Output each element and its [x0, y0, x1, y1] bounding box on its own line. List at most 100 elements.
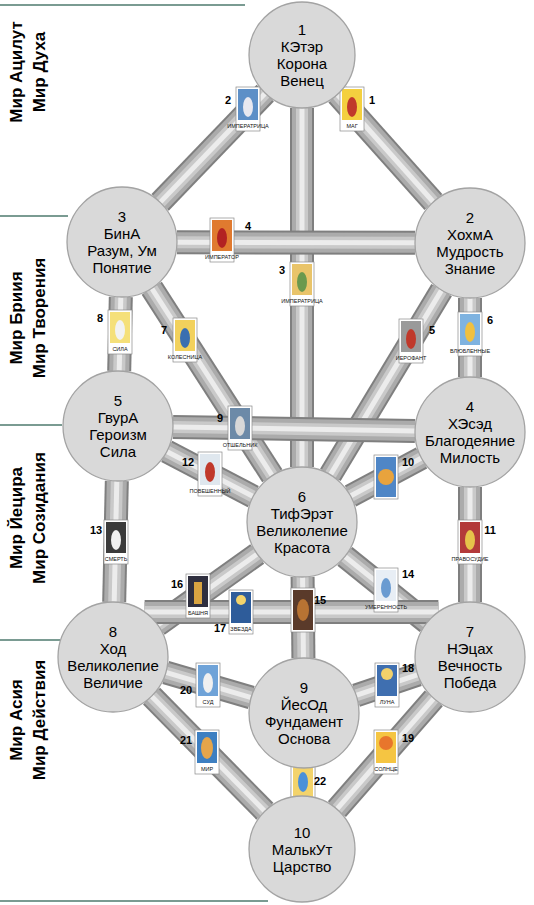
card-picture: [292, 264, 312, 295]
card-picture: [401, 321, 421, 352]
sephira-text: БинА: [104, 225, 141, 242]
path-tube-edge: [458, 487, 482, 602]
card-frame: [340, 87, 364, 131]
path-number: 3: [279, 264, 285, 276]
sephira-text: Знание: [445, 260, 496, 277]
card-caption: ИЕРОФАНТ: [396, 355, 427, 361]
sephira-text: Понятие: [92, 259, 151, 276]
card-caption: СМЕРТЬ: [105, 556, 128, 562]
path-tube-edge: [291, 577, 316, 658]
card-picture: [238, 89, 258, 120]
card-picture: [376, 732, 396, 763]
card-figure: [381, 578, 391, 598]
sephira-text: ХохмА: [447, 226, 493, 243]
path-number: 12: [182, 456, 194, 468]
path-tube-edge: [290, 108, 314, 467]
card-caption: ПОВЕШЕННЫЙ: [189, 488, 230, 494]
card-figure: [465, 322, 475, 342]
path-number: 11: [484, 524, 496, 536]
path-number: 7: [161, 324, 167, 336]
path-tube-shade: [152, 696, 265, 811]
sephirot-path: [152, 696, 265, 811]
card-caption: УМЕРЕННОСТЬ: [365, 604, 407, 610]
path-number: 17: [214, 622, 226, 634]
card-figure: [180, 328, 190, 348]
sephira-circle: 1КЭтэрКоронаВенец: [248, 1, 356, 109]
path-tube-shade: [160, 93, 265, 202]
path-tube-highlight: [173, 427, 415, 431]
sephira-text: ЙесОд: [281, 696, 328, 713]
sephira-text: МалькУт: [272, 841, 333, 858]
card-caption: ЛУНА: [380, 699, 395, 705]
sephira-number: 10: [294, 824, 311, 841]
path-number: 13: [90, 524, 102, 536]
card-picture: [188, 576, 208, 607]
circle-shape: [63, 371, 173, 481]
sephirot-path: [337, 95, 433, 202]
world-divider: [0, 639, 60, 641]
path-tube-edge: [458, 298, 482, 377]
world-divider: [0, 900, 268, 902]
card-figure: [379, 736, 393, 750]
sephira-circle: 10МалькУтЦарство: [248, 795, 356, 903]
tarot-card: [374, 730, 398, 774]
path-number: 9: [217, 412, 223, 424]
path-tube: [337, 95, 433, 202]
card-figure: [297, 599, 309, 621]
card-picture: [110, 312, 130, 343]
card-picture: [106, 522, 126, 553]
circle-shape: [249, 658, 359, 768]
card-frame: [108, 310, 132, 354]
sephira-circle: 9ЙесОдФундаментОснова: [248, 657, 360, 769]
card-caption: СОЛНЦЕ: [374, 766, 397, 772]
card-figure: [217, 228, 227, 248]
card-picture: [342, 89, 362, 120]
world-name: Мир Духа: [30, 32, 50, 113]
circle-shape: [415, 602, 525, 712]
path-number: 18: [402, 662, 414, 674]
path-tube: [173, 427, 415, 431]
sephira-text: Царство: [273, 858, 332, 875]
circle-shape: [249, 796, 355, 902]
path-tube-shade: [337, 95, 433, 202]
card-frame: [196, 663, 220, 707]
tarot-card: [340, 87, 364, 131]
sephira-text: Победа: [444, 674, 497, 691]
sephira-text: Разум, Ум: [87, 242, 157, 259]
path-number: 1: [369, 94, 375, 106]
sephira-number: 8: [109, 623, 117, 640]
path-tube-highlight: [152, 696, 265, 811]
path-tube: [160, 93, 265, 202]
path-tube: [460, 487, 480, 602]
sephira-number: 6: [298, 488, 306, 505]
card-frame: [229, 590, 253, 634]
sephira-text: Величие: [83, 674, 143, 691]
sephira-text: КЭтэр: [281, 38, 323, 55]
card-picture: [175, 320, 195, 351]
world-name: Мир Асия: [7, 679, 27, 761]
sephira-circle: 7НЭцахВечностьПобеда: [414, 601, 526, 713]
card-picture: [460, 314, 480, 345]
card-picture: [212, 220, 232, 251]
sephira-number: 7: [466, 623, 474, 640]
sephira-number: 5: [114, 392, 122, 409]
path-number: 2: [225, 94, 231, 106]
tarot-card: [196, 663, 220, 707]
path-number: 15: [314, 594, 326, 606]
card-figure: [194, 582, 202, 604]
circle-shape: [247, 467, 357, 577]
card-picture: [231, 592, 251, 623]
path-tube-shade: [167, 451, 253, 496]
sephira-circle: 8ХодВеликолепиеВеличие: [57, 601, 169, 713]
sephira-circle: 2ХохмАМудростьЗнание: [414, 187, 526, 299]
sephira-text: Венец: [280, 72, 324, 89]
path-tube: [460, 298, 480, 377]
path-tube: [152, 696, 265, 811]
card-picture: [197, 732, 217, 763]
path-tube-edge: [337, 95, 433, 202]
path-tube: [167, 451, 253, 496]
card-figure: [298, 772, 308, 792]
tarot-card: [291, 588, 315, 632]
path-number: 21: [180, 734, 192, 746]
path-number: 10: [402, 456, 414, 468]
